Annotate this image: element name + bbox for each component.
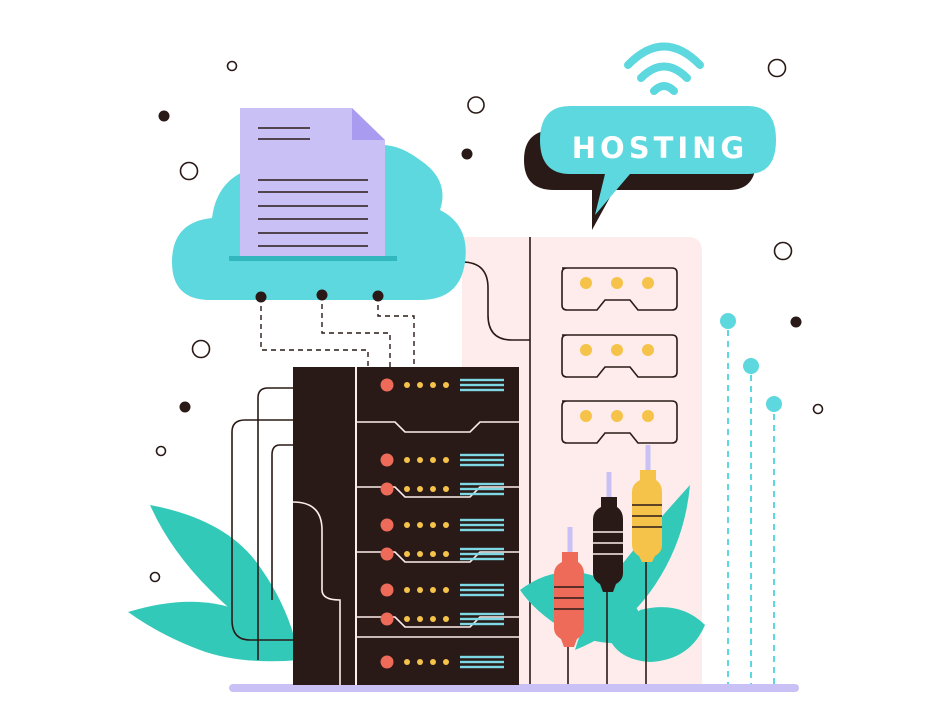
vent-stripe [460, 523, 504, 527]
wifi-icon [624, 42, 704, 95]
indicator-dot [443, 486, 449, 492]
indicator-dot [443, 616, 449, 622]
speech-bubble-text: HOSTING [572, 131, 748, 165]
indicator-dot [443, 382, 449, 388]
vent-stripe [460, 492, 504, 496]
indicator-dot [404, 551, 410, 557]
cloud-connectors [260, 295, 415, 367]
indicator-dot [417, 551, 423, 557]
indicator-dot [430, 659, 436, 665]
indicator-dot [417, 616, 423, 622]
signal-lines [727, 330, 775, 684]
vent-stripe [460, 388, 504, 392]
panel-slot [561, 334, 678, 378]
rack-unit [357, 636, 519, 669]
rack-unit [357, 583, 519, 628]
indicator-dot [417, 587, 423, 593]
indicator-dot [404, 382, 410, 388]
vent-stripe [460, 660, 504, 664]
vent-stripe [460, 528, 504, 532]
indicator-dot [404, 457, 410, 463]
indicator-dot [404, 616, 410, 622]
network-cable-icon [231, 387, 296, 660]
status-light [380, 482, 394, 496]
indicator-dot [417, 486, 423, 492]
indicator-dot [417, 457, 423, 463]
indicator-dot [404, 522, 410, 528]
vent-stripe [460, 617, 504, 621]
indicator-dot [443, 659, 449, 665]
panel-slot [561, 267, 678, 311]
decorative-dots [149, 58, 824, 583]
vent-stripe [460, 552, 504, 556]
indicator-dot [417, 382, 423, 388]
document-icon [229, 108, 397, 261]
indicator-dot [417, 659, 423, 665]
vent-stripe [460, 612, 504, 616]
rack-unit [357, 453, 519, 498]
indicator-dot [443, 551, 449, 557]
status-light [380, 655, 394, 669]
speech-bubble: HOSTING [524, 106, 776, 230]
panel-slot [561, 400, 678, 444]
status-light [380, 518, 394, 532]
vent-stripe [460, 453, 504, 457]
indicator-dot [404, 587, 410, 593]
rack-unit [357, 518, 519, 563]
rack-unit [357, 378, 519, 433]
vent-stripe [460, 518, 504, 522]
network-cable-icon [554, 445, 662, 684]
indicator-dot [430, 551, 436, 557]
vent-stripe [460, 622, 504, 626]
leaf-icon [128, 505, 300, 662]
vent-stripe [460, 665, 504, 669]
vent-stripe [460, 482, 504, 486]
indicator-dot [430, 486, 436, 492]
vent-stripe [460, 378, 504, 382]
status-light [380, 612, 394, 626]
vent-stripe [460, 655, 504, 659]
indicator-dot [443, 457, 449, 463]
vent-stripe [460, 583, 504, 587]
indicator-dot [430, 616, 436, 622]
indicator-dot [430, 382, 436, 388]
vent-stripe [460, 593, 504, 597]
indicator-dot [417, 522, 423, 528]
vent-stripe [460, 588, 504, 592]
indicator-dot [443, 587, 449, 593]
status-light [380, 453, 394, 467]
indicator-dot [443, 522, 449, 528]
vent-stripe [460, 458, 504, 462]
indicator-dot [430, 587, 436, 593]
vent-stripe [460, 547, 504, 551]
vent-stripe [460, 383, 504, 387]
status-light [380, 378, 394, 392]
indicator-dot [404, 659, 410, 665]
indicator-dot [404, 486, 410, 492]
vent-stripe [460, 557, 504, 561]
status-light [380, 583, 394, 597]
floor-line [229, 684, 799, 692]
indicator-dot [430, 522, 436, 528]
indicator-dot [430, 457, 436, 463]
status-light [380, 547, 394, 561]
vent-stripe [460, 487, 504, 491]
vent-stripe [460, 463, 504, 467]
